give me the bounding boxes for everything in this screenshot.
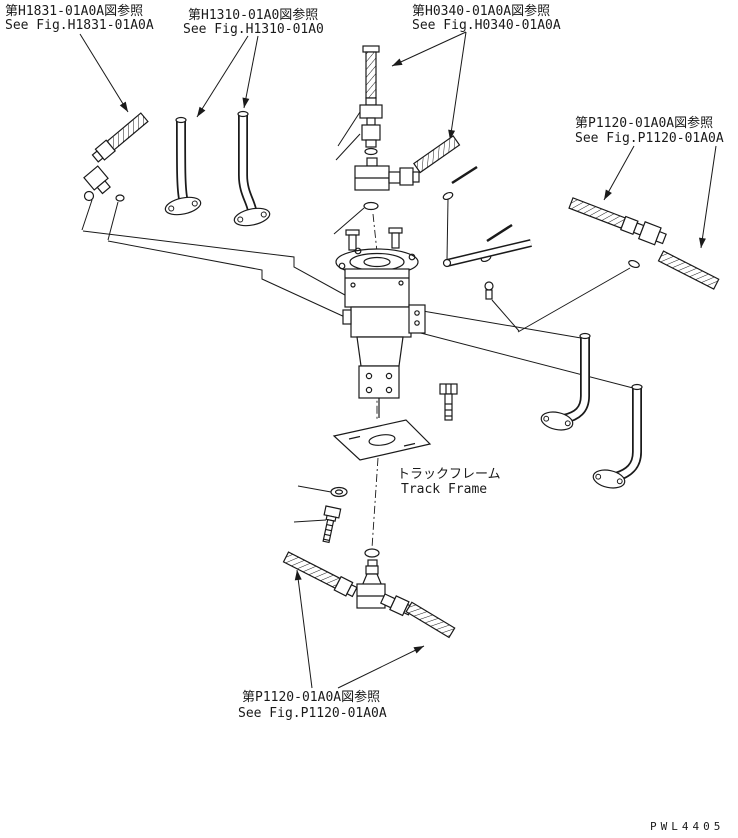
ref-label-h1831-en: See Fig.H1831-01A0A — [5, 18, 154, 33]
hose-h0340-diagonal — [413, 135, 461, 174]
bent-pipe-h1310-b — [233, 110, 271, 227]
bent-pipe-h1310-a — [164, 116, 202, 216]
ref-label-h0340-jp: 第H0340-01A0A図参照 — [412, 3, 550, 19]
elbow-fitting-h1831 — [83, 165, 125, 202]
stud-bolt — [345, 227, 403, 251]
drawing-code: PWL4405 — [650, 820, 724, 833]
ref-label-h1310-jp: 第H1310-01A0図参照 — [188, 7, 318, 23]
swivel-joint — [335, 227, 426, 418]
ref-label-p1120-bottom-jp: 第P1120-01A0A図参照 — [242, 689, 380, 705]
hose-p1120-right-a — [568, 197, 667, 269]
track-frame-label-en: Track Frame — [401, 482, 487, 497]
arrowheads — [119, 58, 706, 654]
hose-p1120-bottom-b — [405, 601, 456, 639]
ref-label-h1310-en: See Fig.H1310-01A0 — [183, 22, 324, 37]
washer — [330, 486, 348, 498]
hose-p1120-bottom-a — [282, 551, 358, 598]
ref-label-p1120-right-jp: 第P1120-01A0A図参照 — [575, 115, 713, 131]
straight-tube — [442, 239, 532, 268]
ref-label-p1120-right-en: See Fig.P1120-01A0A — [575, 131, 724, 146]
hose-h1831 — [91, 112, 149, 163]
valve-stack — [359, 104, 383, 156]
bent-pipe-right-b — [592, 383, 643, 489]
ref-label-h0340-en: See Fig.H0340-01A0A — [412, 18, 561, 33]
t-fitting — [354, 157, 420, 211]
pins-and-orings — [442, 165, 513, 300]
bent-pipe-right-a — [540, 332, 591, 431]
lower-oring — [364, 548, 380, 558]
hose-h0340-vertical — [362, 45, 380, 106]
track-frame-label-jp: トラックフレーム — [397, 467, 501, 482]
plate-bolt — [322, 505, 342, 544]
ref-label-h1831-jp: 第H1831-01A0A図参照 — [5, 3, 143, 19]
text-labels: 第H1831-01A0A図参照 See Fig.H1831-01A0A 第H13… — [5, 3, 724, 833]
hose-p1120-right-b — [657, 250, 720, 290]
track-frame-plate — [332, 419, 432, 461]
leader-lines — [79, 31, 717, 689]
mounting-bolt — [439, 383, 458, 421]
ref-label-p1120-bottom-en: See Fig.P1120-01A0A — [238, 706, 387, 721]
bottom-valve-block — [356, 559, 413, 617]
